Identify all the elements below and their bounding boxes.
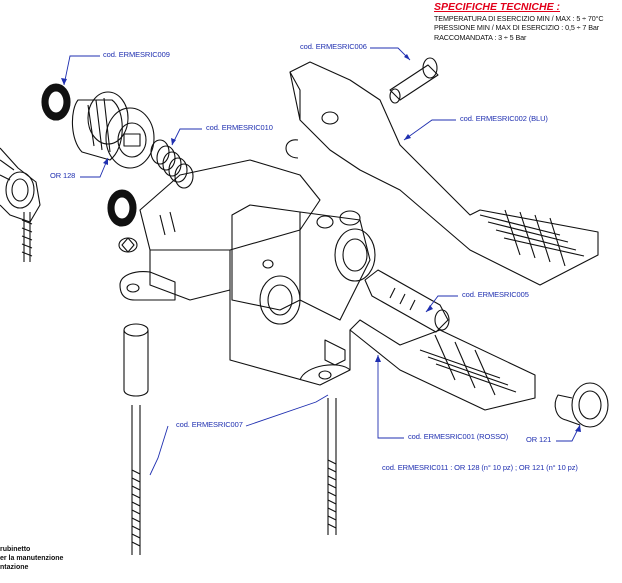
arrow-001 [375,355,381,362]
leader-or121 [556,424,581,442]
arrow-005 [426,305,433,312]
leader-or128 [80,157,109,178]
leader-007 [149,425,169,476]
label-c006: cod. ERMESRIC006 [300,42,367,51]
arrow-or128 [103,158,108,165]
leader-002 [403,119,456,141]
spec-temperature: TEMPERATURA DI ESERCIZIO MIN / MAX : 5 ÷… [434,13,604,23]
label-c009: cod. ERMESRIC009 [103,50,170,59]
label-c002: cod. ERMESRIC002 (BLU) [460,114,548,123]
valve-body [118,159,351,386]
arrow-or121 [575,425,581,432]
note-3: ntazione [0,564,29,571]
leader-007b [245,394,329,427]
note-1: rubinetto [0,546,31,553]
label-c007: cod. ERMESRIC007 [176,420,243,429]
label-c001: cod. ERMESRIC001 (ROSSO) [408,432,509,441]
label-or121: OR 121 [526,435,552,444]
leader-lines [63,47,581,476]
ring-121 [554,382,609,428]
cartridge-009 [71,91,155,169]
label-c005: cod. ERMESRIC005 [462,290,529,299]
spec-recommended: RACCOMANDATA : 3 ÷ 5 Bar [434,32,527,42]
oring-128 [107,189,137,227]
cylinder-005 [364,269,450,333]
specs-title: SPECIFICHE TECNICHE : [434,1,561,13]
leader-010 [171,128,202,146]
spec-pressure: PRESSIONE MIN / MAX DI ESERCIZIO : 0,5 ÷… [434,23,600,32]
leader-006 [370,47,411,61]
label-c010: cod. ERMESRIC010 [206,123,273,132]
arrow-006 [404,54,410,60]
arrow-009 [61,78,67,85]
label-c011: cod. ERMESRIC011 : OR 128 (n° 10 pz) ; O… [382,463,578,472]
screw-007-right [327,398,337,535]
tube-007 [123,323,149,397]
faucet-fragment-left [0,147,41,262]
clip [285,139,299,159]
pin-006 [389,57,439,104]
label-or128: OR 128 [50,171,76,180]
leader-009 [63,55,100,86]
arrow-010 [171,138,176,145]
valve-block [231,204,376,366]
specs-block: SPECIFICHE TECNICHE : TEMPERATURA DI ESE… [434,1,604,42]
notes-block: rubinetto er la manutenzione ntazione [0,545,63,572]
pedal-001 [349,319,536,411]
spring-010 [150,139,194,189]
oring-009 [41,83,71,121]
leader-001 [377,355,404,439]
screw-007-left [131,405,141,555]
pedal-002 [289,61,599,286]
arrow-002 [404,134,411,140]
note-2: er la manutenzione [0,555,64,562]
